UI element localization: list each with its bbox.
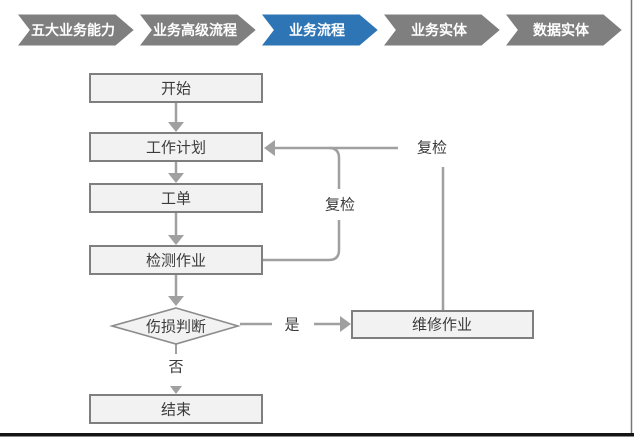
edge-recheck-loop-lower <box>263 220 341 262</box>
flow-connectors: 否 是 复检 复检 <box>168 102 447 394</box>
arrowhead-small-down-icon <box>170 386 182 394</box>
arrowhead-down-icon <box>168 173 184 183</box>
arrowhead-left-icon <box>264 140 275 156</box>
edge-label-recheck-inner: 复检 <box>325 196 355 214</box>
chevron-shape <box>377 11 505 49</box>
node-box <box>89 132 263 162</box>
node-label: 检测作业 <box>146 253 206 270</box>
node-box <box>89 394 263 424</box>
breadcrumb-step-label: 业务高级流程 <box>153 22 237 38</box>
chevron-shape <box>11 11 139 49</box>
breadcrumb-step-label: 五大业务能力 <box>31 22 115 38</box>
node-box <box>351 310 534 339</box>
breadcrumb-step-label: 业务实体 <box>411 22 468 38</box>
breadcrumb-step-label: 数据实体 <box>533 22 590 38</box>
node-work-order: 工单 <box>89 183 263 213</box>
breadcrumb-step-data-entity[interactable]: 数据实体 <box>499 11 627 49</box>
arrowhead-down-icon <box>168 122 184 132</box>
chevron-shape <box>499 11 627 49</box>
chevron-shape-active <box>255 11 383 49</box>
frame-bottom-border <box>0 433 634 437</box>
node-label: 结束 <box>161 402 191 419</box>
node-box <box>89 183 263 213</box>
node-box <box>89 245 263 275</box>
breadcrumb-step-advanced-process[interactable]: 业务高级流程 <box>133 11 261 49</box>
breadcrumb-step-business-process-active[interactable]: 业务流程 <box>255 11 383 49</box>
node-work-plan: 工作计划 <box>89 132 263 162</box>
node-label: 工作计划 <box>146 140 206 157</box>
node-label: 工单 <box>161 191 191 208</box>
arrowhead-down-icon <box>168 235 184 245</box>
arrowhead-right-icon <box>340 316 351 332</box>
node-label: 开始 <box>161 81 191 98</box>
edge-label-recheck-outer: 复检 <box>417 139 447 157</box>
flow-nodes: 开始 工作计划 工单 检测作业 伤损判断 维修作业 结束 <box>89 73 534 424</box>
node-damage-decision: 伤损判断 <box>109 307 241 345</box>
node-repair-job: 维修作业 <box>351 310 534 339</box>
node-label: 伤损判断 <box>146 319 206 336</box>
edge-label-no: 否 <box>168 359 183 376</box>
node-box <box>89 73 263 103</box>
breadcrumb: 五大业务能力 业务高级流程 业务流程 业务实体 数据实体 <box>11 11 627 49</box>
node-end: 结束 <box>89 394 263 424</box>
edge-recheck-loop-upper <box>328 146 341 189</box>
decision-diamond <box>109 307 241 345</box>
chevron-shape <box>133 11 261 49</box>
node-label: 维修作业 <box>412 317 472 334</box>
arrowhead-down-icon <box>168 296 184 306</box>
breadcrumb-step-five-capabilities[interactable]: 五大业务能力 <box>11 11 139 49</box>
node-inspection-job: 检测作业 <box>89 245 263 275</box>
edge-label-yes: 是 <box>284 317 299 334</box>
node-start: 开始 <box>89 73 263 103</box>
breadcrumb-step-business-entity[interactable]: 业务实体 <box>377 11 505 49</box>
breadcrumb-step-label: 业务流程 <box>289 22 345 38</box>
